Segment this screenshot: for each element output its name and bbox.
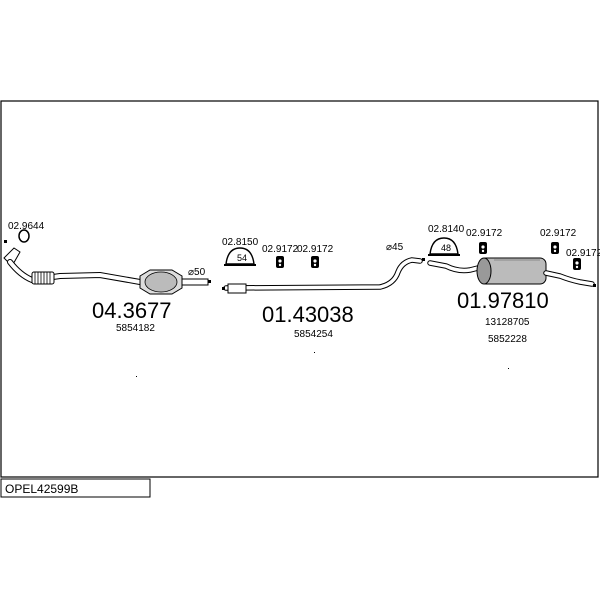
section-front-pipe-catalyst: 02.9644 ⌀50 04.3677 5854182 <box>3 221 211 334</box>
part-number: 01.97810 <box>457 288 549 313</box>
section-middle-pipe: 54 02.8150 02.9172 02.9172 ⌀45 01.43038 … <box>222 237 425 340</box>
clamp-size-label: 54 <box>237 253 247 263</box>
pipe-diameter-label: ⌀45 <box>386 242 404 253</box>
rubber-hanger-icon <box>551 242 559 254</box>
clamp-size-label: 48 <box>441 243 451 253</box>
rubber-hanger-icon <box>479 242 487 254</box>
reference-marker <box>422 258 425 261</box>
oem-number: 5854182 <box>116 323 155 334</box>
diagram-code: OPEL42599B <box>5 482 78 496</box>
gasket-ring-icon <box>18 229 30 243</box>
pipe-clamp-icon: 48 <box>428 237 460 256</box>
accessory-number: 02.9644 <box>8 221 45 232</box>
flex-joint-icon <box>31 271 55 285</box>
part-number: 01.43038 <box>262 302 354 327</box>
accessory-number: 02.9172 <box>297 244 334 255</box>
pipe-diameter-label: ⌀50 <box>188 267 206 278</box>
accessory-number: 02.9172 <box>566 248 600 259</box>
catalytic-converter-icon <box>139 269 183 295</box>
rubber-hanger-icon <box>276 256 284 268</box>
silencer-icon <box>476 257 547 285</box>
reference-marker <box>593 284 596 287</box>
diagram-frame <box>0 100 599 478</box>
accessory-number: 02.9172 <box>540 228 577 239</box>
reference-marker <box>4 240 7 243</box>
reference-marker <box>222 287 225 290</box>
accessory-number: 02.8150 <box>222 237 259 248</box>
outlet-pipe-icon <box>181 278 209 286</box>
diagram-code-box <box>0 478 151 498</box>
slip-joint-icon <box>227 283 247 294</box>
rubber-hanger-icon <box>311 256 319 268</box>
accessory-number: 02.9172 <box>466 228 503 239</box>
accessory-number: 02.8140 <box>428 224 465 235</box>
oem-number: 13128705 <box>485 317 530 328</box>
reference-marker <box>208 280 211 283</box>
section-rear-silencer: 48 02.8140 02.917 <box>427 224 600 345</box>
oem-number: 5854254 <box>294 329 333 340</box>
accessory-number: 02.9172 <box>262 244 299 255</box>
rubber-hanger-icon <box>573 258 581 270</box>
oem-number: 5852228 <box>488 334 527 345</box>
pipe-clamp-icon: 54 <box>224 247 256 266</box>
part-number: 04.3677 <box>92 298 172 323</box>
